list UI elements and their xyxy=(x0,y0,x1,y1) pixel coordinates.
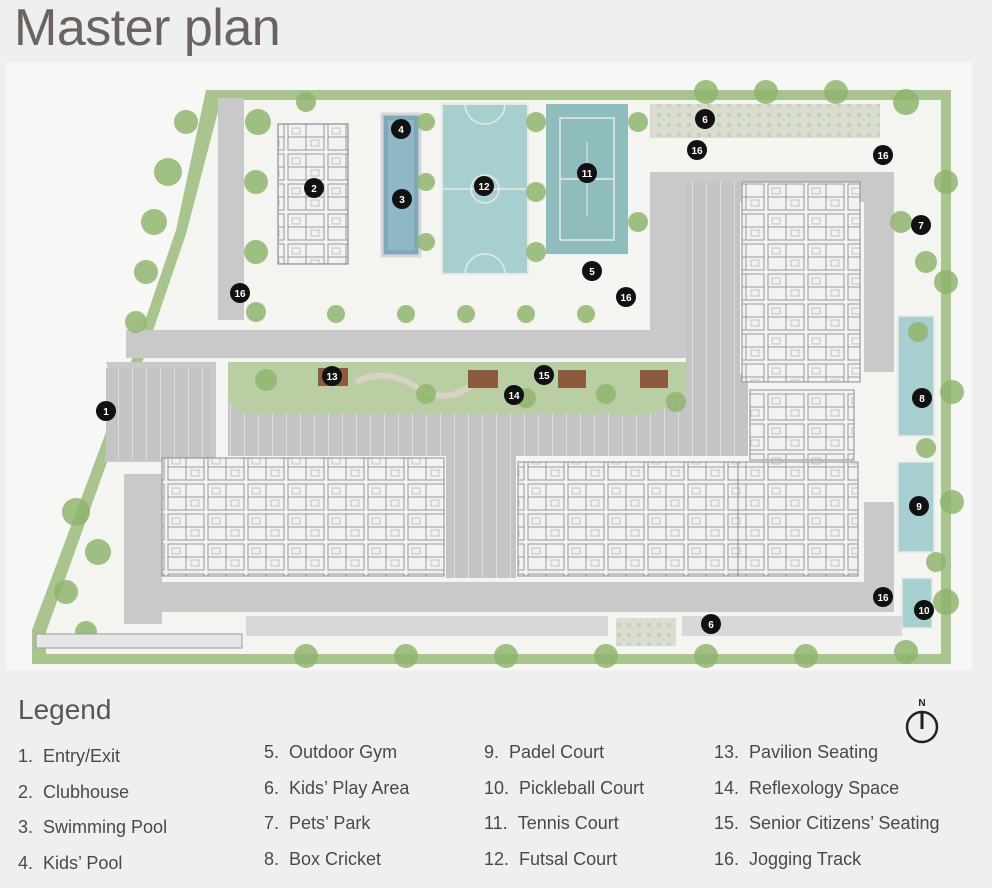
marker-pets-park[interactable]: 7 xyxy=(911,215,931,235)
marker-reflexology-space[interactable]: 14 xyxy=(504,385,524,405)
marker-jogging-track[interactable]: 16 xyxy=(687,140,707,160)
marker-kids-pool[interactable]: 4 xyxy=(391,119,411,139)
svg-text:10: 10 xyxy=(918,606,930,617)
svg-text:7: 7 xyxy=(918,221,924,232)
legend-column-1: 1. Entry/Exit 2. Clubhouse 3. Swimming P… xyxy=(18,746,167,888)
svg-text:3: 3 xyxy=(399,195,405,206)
svg-text:2: 2 xyxy=(311,184,317,195)
marker-futsal-court[interactable]: 12 xyxy=(474,176,494,196)
legend-title: Legend xyxy=(18,694,111,726)
legend-item: 2. Clubhouse xyxy=(18,782,167,818)
svg-text:13: 13 xyxy=(326,372,338,383)
svg-text:5: 5 xyxy=(589,267,595,278)
page-title: Master plan xyxy=(14,0,280,58)
marker-kids-play-area[interactable]: 6 xyxy=(701,614,721,634)
svg-text:16: 16 xyxy=(234,289,246,300)
legend-item: 11. Tennis Court xyxy=(484,813,644,849)
svg-text:8: 8 xyxy=(919,394,925,405)
legend-item: 6. Kids’ Play Area xyxy=(264,778,409,814)
svg-text:9: 9 xyxy=(916,502,922,513)
svg-text:11: 11 xyxy=(582,169,593,180)
svg-text:15: 15 xyxy=(538,371,550,382)
legend-item: 16. Jogging Track xyxy=(714,849,939,885)
svg-text:16: 16 xyxy=(877,151,889,162)
legend-item: 4. Kids’ Pool xyxy=(18,853,167,888)
legend-item: 9. Padel Court xyxy=(484,742,644,778)
legend-item: 8. Box Cricket xyxy=(264,849,409,885)
svg-text:1: 1 xyxy=(103,407,109,418)
marker-outdoor-gym[interactable]: 5 xyxy=(582,261,602,281)
svg-text:6: 6 xyxy=(708,620,714,631)
marker-clubhouse[interactable]: 2 xyxy=(304,178,324,198)
compass-label: N xyxy=(918,698,925,709)
marker-pickleball-court[interactable]: 10 xyxy=(914,600,934,620)
marker-entry-exit[interactable]: 1 xyxy=(96,401,116,421)
legend-item: 15. Senior Citizens’ Seating xyxy=(714,813,939,849)
legend-item: 5. Outdoor Gym xyxy=(264,742,409,778)
svg-text:16: 16 xyxy=(691,146,703,157)
central-garden xyxy=(228,362,686,416)
legend-item: 12. Futsal Court xyxy=(484,849,644,885)
svg-text:12: 12 xyxy=(478,182,490,193)
svg-text:14: 14 xyxy=(508,391,520,402)
north-compass-icon: N xyxy=(904,696,940,746)
svg-text:6: 6 xyxy=(702,115,708,126)
legend-item: 10. Pickleball Court xyxy=(484,778,644,814)
marker-jogging-track[interactable]: 16 xyxy=(230,283,250,303)
legend-item: 13. Pavilion Seating xyxy=(714,742,939,778)
marker-tennis-court[interactable]: 11 xyxy=(577,163,597,183)
marker-kids-play-area[interactable]: 6 xyxy=(695,109,715,129)
marker-jogging-track[interactable]: 16 xyxy=(873,587,893,607)
marker-pavilion-seating[interactable]: 13 xyxy=(322,366,342,386)
marker-jogging-track[interactable]: 16 xyxy=(873,145,893,165)
marker-swimming-pool[interactable]: 3 xyxy=(392,189,412,209)
svg-text:16: 16 xyxy=(620,293,632,304)
marker-padel-court[interactable]: 9 xyxy=(909,496,929,516)
legend-column-3: 9. Padel Court 10. Pickleball Court 11. … xyxy=(484,742,644,884)
marker-senior-citizens-seating[interactable]: 15 xyxy=(534,365,554,385)
legend-column-4: 13. Pavilion Seating 14. Reflexology Spa… xyxy=(714,742,939,884)
legend-item: 1. Entry/Exit xyxy=(18,746,167,782)
svg-text:16: 16 xyxy=(877,593,889,604)
svg-text:4: 4 xyxy=(398,125,404,136)
legend-item: 14. Reflexology Space xyxy=(714,778,939,814)
marker-jogging-track[interactable]: 16 xyxy=(616,287,636,307)
site-plan-map: 1 2 3 4 5 6 6 7 8 9 10 11 12 13 14 15 16… xyxy=(6,62,972,670)
legend-column-2: 5. Outdoor Gym 6. Kids’ Play Area 7. Pet… xyxy=(264,742,409,884)
marker-box-cricket[interactable]: 8 xyxy=(912,388,932,408)
site-plan-drawing: 1 2 3 4 5 6 6 7 8 9 10 11 12 13 14 15 16… xyxy=(6,62,972,670)
legend-item: 3. Swimming Pool xyxy=(18,817,167,853)
legend-item: 7. Pets’ Park xyxy=(264,813,409,849)
